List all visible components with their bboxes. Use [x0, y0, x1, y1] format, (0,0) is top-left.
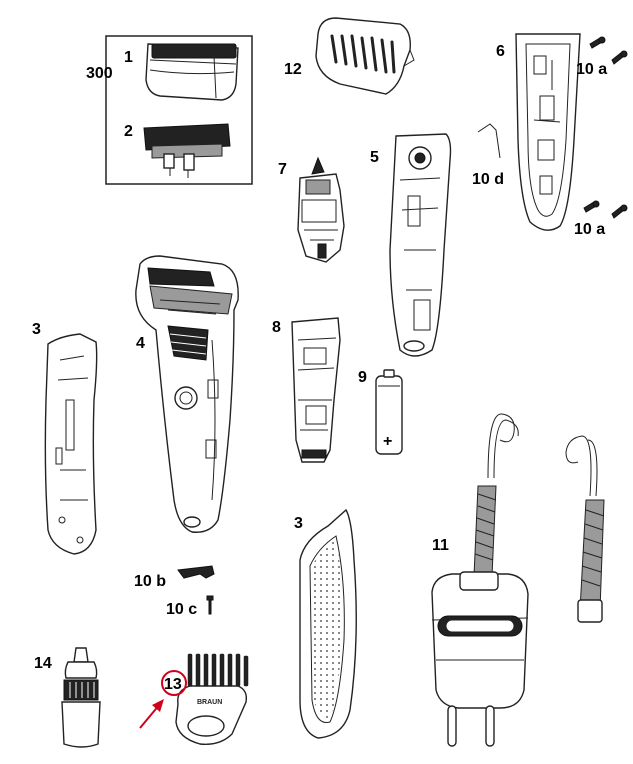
highlight-arrow — [139, 699, 164, 729]
label-7: 7 — [278, 161, 287, 178]
label-5: 5 — [370, 149, 379, 166]
part-10d-spring-clip — [477, 123, 501, 159]
highlight-circle-13 — [161, 670, 187, 696]
label-2: 2 — [124, 123, 133, 140]
part-7-motor-assembly — [297, 156, 345, 263]
label-12: 12 — [284, 61, 302, 78]
part-4-shaver-body — [135, 255, 239, 533]
label-10b: 10 b — [134, 573, 166, 590]
part-10c-screw — [206, 595, 214, 615]
label-1: 1 — [124, 49, 133, 66]
label-8: 8 — [272, 319, 281, 336]
part-10a-screws-bottom — [583, 200, 628, 219]
battery-plus-sign: + — [383, 433, 392, 450]
part-3-side-panel-left — [44, 333, 98, 555]
label-9: 9 — [358, 369, 367, 386]
part-9-battery: + — [375, 369, 403, 455]
part-11-charger — [431, 413, 605, 747]
label-10c: 10 c — [166, 601, 197, 618]
part-14-oil-bottle — [61, 647, 101, 748]
label-6: 6 — [496, 43, 505, 60]
label-3-right: 3 — [294, 515, 303, 532]
part-6-rear-housing — [515, 33, 581, 231]
label-300: 300 — [86, 65, 113, 82]
part-1-foil-frame — [145, 43, 239, 101]
part-10b-clip — [177, 565, 215, 579]
comb-brand-logo: BRAUN — [197, 699, 222, 706]
part-3-textured-cover — [299, 508, 357, 739]
part-10a-screws-top — [589, 36, 628, 65]
label-14: 14 — [34, 655, 52, 672]
part-12-protective-cap — [315, 17, 415, 95]
label-13: 13 — [164, 676, 182, 693]
part-2-cutter-block — [143, 123, 231, 178]
part-8-pcb-carrier — [291, 317, 341, 463]
label-10d: 10 d — [472, 171, 504, 188]
part-5-inner-frame — [389, 133, 452, 357]
label-10a-bottom: 10 a — [574, 221, 605, 238]
label-3-left: 3 — [32, 321, 41, 338]
group-300-box — [105, 35, 253, 185]
label-10a-top: 10 a — [576, 61, 607, 78]
label-4: 4 — [136, 335, 145, 352]
label-11: 11 — [432, 537, 449, 554]
part-13-comb: BRAUN — [175, 653, 249, 745]
